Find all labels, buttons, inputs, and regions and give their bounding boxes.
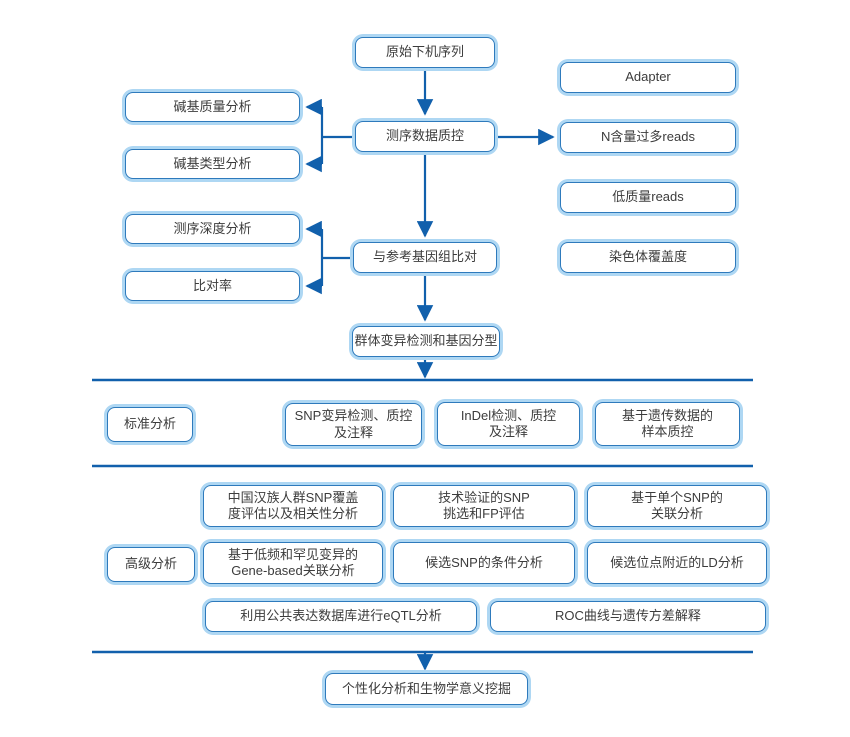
box-sample-qc: 基于遗传数据的 样本质控 — [595, 402, 740, 446]
box-variant-genotyping: 群体变异检测和基因分型 — [352, 326, 500, 357]
box-conditional-analysis: 候选SNP的条件分析 — [393, 542, 575, 584]
box-chromosome-coverage: 染色体覆盖度 — [560, 242, 736, 273]
box-mapping-rate: 比对率 — [125, 271, 300, 301]
box-sequencing-depth: 测序深度分析 — [125, 214, 300, 244]
fork-align-left — [320, 229, 352, 286]
label-standard-analysis: 标准分析 — [107, 407, 193, 442]
box-tech-validated-snp: 技术验证的SNP 挑选和FP评估 — [393, 485, 575, 527]
box-low-quality-reads: 低质量reads — [560, 182, 736, 213]
box-sequencing-qc: 测序数据质控 — [355, 121, 495, 152]
box-adapter: Adapter — [560, 62, 736, 93]
box-gene-based-association: 基于低频和罕见变异的 Gene-based关联分析 — [203, 542, 383, 584]
box-n-rich-reads: N含量过多reads — [560, 122, 736, 153]
fork-qc-left — [320, 107, 352, 164]
box-indel-detection: InDel检测、质控 及注释 — [437, 402, 580, 446]
box-raw-sequence: 原始下机序列 — [355, 37, 495, 68]
box-single-snp-association: 基于单个SNP的 关联分析 — [587, 485, 767, 527]
box-han-snp-coverage: 中国汉族人群SNP覆盖 度评估以及相关性分析 — [203, 485, 383, 527]
box-roc-heritability: ROC曲线与遗传方差解释 — [490, 601, 766, 632]
box-ld-analysis: 候选位点附近的LD分析 — [587, 542, 767, 584]
label-advanced-analysis: 高级分析 — [107, 547, 195, 582]
box-personalized-analysis: 个性化分析和生物学意义挖掘 — [325, 673, 528, 705]
box-eqtl-analysis: 利用公共表达数据库进行eQTL分析 — [205, 601, 477, 632]
box-genome-alignment: 与参考基因组比对 — [353, 242, 497, 273]
box-base-quality: 碱基质量分析 — [125, 92, 300, 122]
box-base-type: 碱基类型分析 — [125, 149, 300, 179]
box-snp-detection: SNP变异检测、质控 及注释 — [285, 403, 422, 446]
